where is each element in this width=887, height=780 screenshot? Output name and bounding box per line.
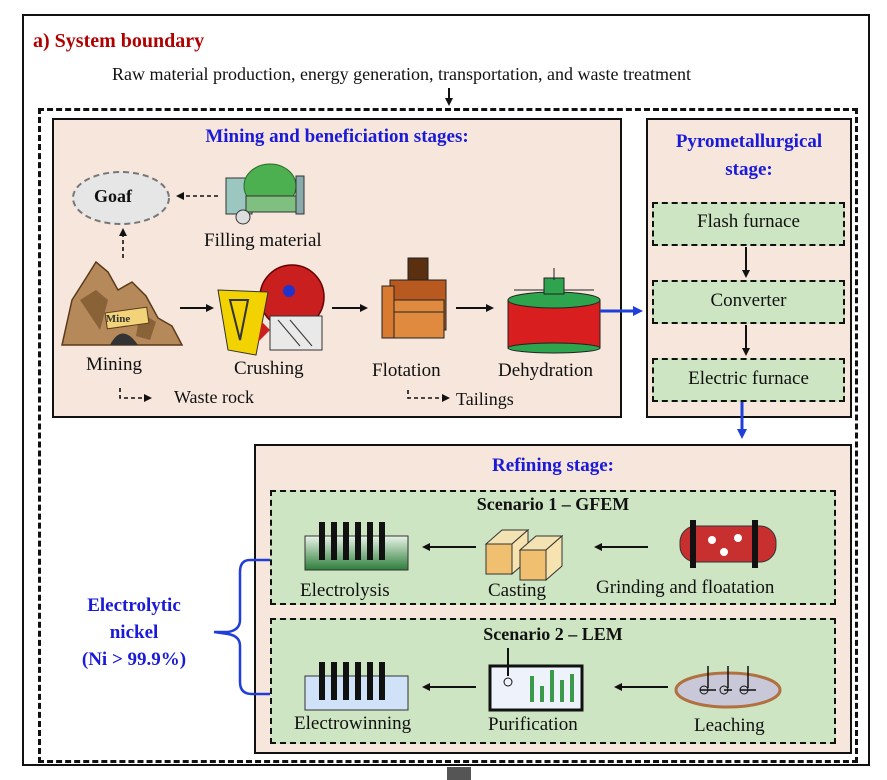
leaching-label: Leaching	[694, 715, 765, 736]
filling-material-label: Filling material	[204, 230, 322, 251]
converter-label: Converter	[710, 290, 787, 311]
waste-rock-arrow	[119, 388, 152, 402]
product-curly-brace	[213, 558, 270, 696]
mine-icon	[61, 260, 184, 346]
pyro-stage-title: Pyrometallurgical stage:	[646, 128, 852, 184]
electric-furnace-box	[652, 358, 845, 402]
scenario2-title: Scenario 2 – LEM	[483, 624, 623, 644]
refining-stage-title: Refining stage:	[492, 455, 614, 476]
flotation-label: Flotation	[372, 360, 441, 381]
mining-label: Mining	[86, 354, 142, 375]
boundary-inputs-text: Raw material production, energy generati…	[112, 64, 691, 84]
outer-frame	[22, 14, 870, 766]
system-boundary-dashed-frame	[38, 108, 858, 763]
product-line3: (Ni > 99.9%)	[81, 649, 187, 670]
converter-box	[652, 280, 845, 324]
dehydration-label: Dehydration	[498, 360, 593, 381]
casting-ingots-icon	[484, 528, 564, 582]
purification-tank-icon	[488, 648, 584, 712]
flotation-cell-icon	[381, 257, 447, 339]
pyro-title-line1: Pyrometallurgical	[675, 131, 823, 152]
electrolysis-cell-icon	[304, 522, 409, 571]
tailings-arrow	[407, 390, 450, 402]
mining-stage-box	[52, 118, 622, 418]
bottom-edge-mark	[447, 767, 471, 780]
goaf-label: Goaf	[94, 186, 132, 206]
goaf-ellipse	[72, 171, 170, 225]
electrowinning-label: Electrowinning	[294, 713, 412, 734]
mine-sign-text: Mine	[106, 313, 131, 325]
electrowinning-cell-icon	[304, 662, 409, 711]
grinding-mill-icon	[679, 520, 777, 568]
flash-furnace-box	[652, 202, 845, 246]
crusher-icon	[217, 264, 325, 356]
mining-stage-title: Mining and beneficiation stages:	[205, 126, 469, 147]
electric-furnace-label: Electric furnace	[688, 368, 809, 389]
pyro-title-line2: stage:	[725, 159, 773, 180]
thickener-icon	[507, 268, 601, 354]
crushing-label: Crushing	[234, 358, 304, 379]
panel-title: a) System boundary	[33, 30, 205, 52]
grinding-floatation-label: Grinding and floatation	[596, 577, 775, 598]
purification-label: Purification	[488, 714, 578, 735]
scenario1-title: Scenario 1 – GFEM	[476, 494, 630, 514]
waste-rock-label: Waste rock	[174, 387, 255, 407]
leaching-tank-icon	[674, 666, 782, 709]
tailings-label: Tailings	[456, 389, 514, 409]
product-line1: Electrolytic	[87, 595, 181, 616]
flash-furnace-label: Flash furnace	[697, 211, 800, 232]
electrolysis-label: Electrolysis	[300, 580, 390, 601]
product-label: Electrolytic nickel (Ni > 99.9%)	[52, 592, 216, 673]
product-line2: nickel	[109, 622, 159, 643]
filling-machine-icon	[225, 163, 305, 225]
casting-label: Casting	[488, 580, 547, 601]
